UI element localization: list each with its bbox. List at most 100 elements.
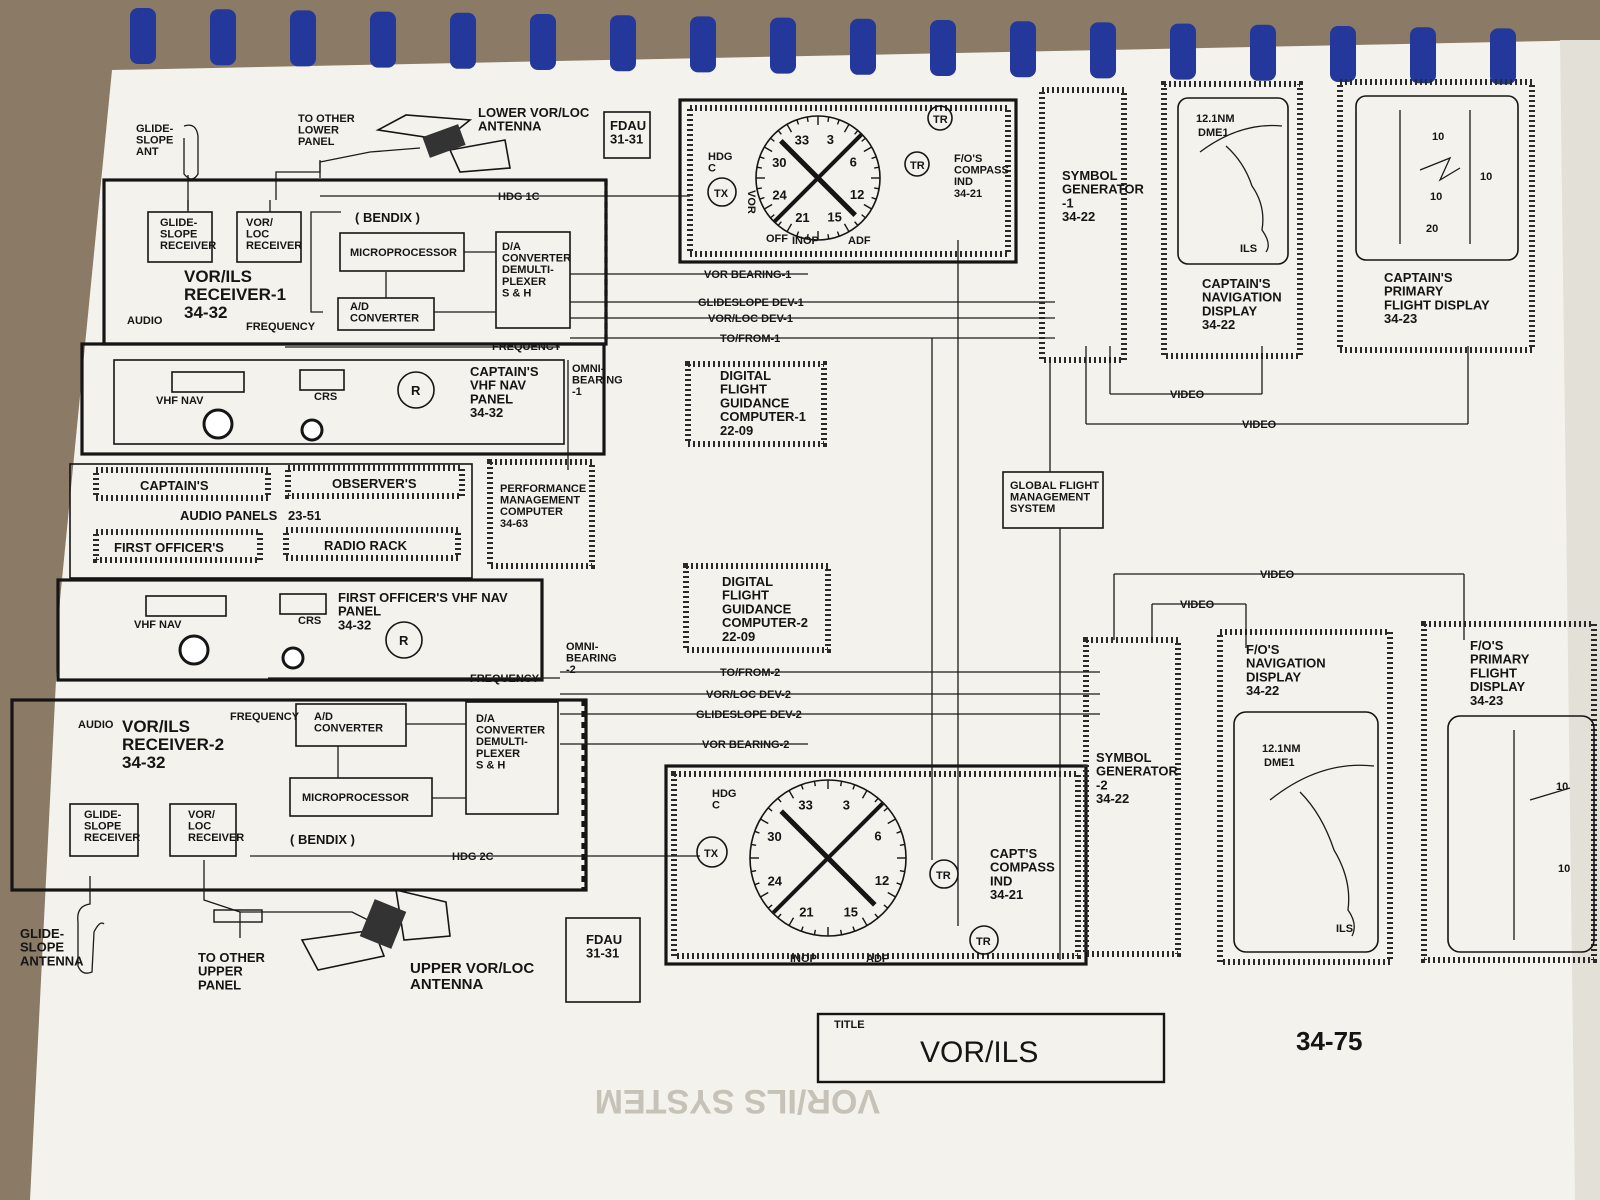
capt-nd-ils: ILS bbox=[1240, 243, 1257, 255]
binding-coil bbox=[290, 10, 316, 67]
capt-tx-synchro bbox=[696, 836, 728, 868]
fo-dial-tick bbox=[786, 223, 793, 233]
capt-dial-tick bbox=[896, 882, 902, 886]
fo-dial-number: 3 bbox=[827, 132, 834, 147]
page-title: VOR/ILS bbox=[920, 1036, 1038, 1069]
vor-loc-receiver-2 bbox=[169, 803, 237, 857]
captains-primary-flight-display bbox=[1337, 79, 1535, 353]
fo-pfd-tick-2: 10 bbox=[1558, 863, 1570, 875]
binding-coil bbox=[450, 12, 476, 69]
vor-loc-receiver-1 bbox=[236, 211, 302, 263]
fo-dial-tick bbox=[871, 156, 877, 160]
capt-dial-tick bbox=[874, 797, 879, 803]
vor-loc-dev-2-label: VOR/LOC DEV-2 bbox=[706, 689, 791, 701]
radio-rack-label: RADIO RACK bbox=[324, 538, 408, 553]
fo-dial-tick bbox=[843, 123, 850, 133]
fo-dial-tick bbox=[759, 156, 765, 160]
fo-omni-resolver bbox=[385, 621, 423, 659]
vor-bearing-2-label: VOR BEARING-2 bbox=[702, 739, 789, 751]
capt-dial-tick bbox=[751, 843, 757, 847]
capt-tx-label: TX bbox=[704, 848, 719, 860]
vor-ils-receiver-2-box bbox=[10, 698, 588, 892]
fo-tx-label: TX bbox=[714, 188, 729, 200]
capt-dial-tick bbox=[839, 929, 843, 935]
fo-primary-flight-display bbox=[1421, 621, 1597, 963]
fo-adf-label: ADF bbox=[848, 235, 871, 247]
captains-audio-panel bbox=[93, 467, 271, 501]
capt-pfd-tick-1: 10 bbox=[1432, 131, 1444, 143]
capt-dial-number: 3 bbox=[843, 797, 850, 812]
capt-dial-number: 30 bbox=[767, 829, 781, 844]
fo-nd-dme: DME1 bbox=[1264, 757, 1295, 769]
capt-dial-tick bbox=[813, 781, 817, 787]
capt-dial-tick bbox=[800, 784, 804, 790]
capt-inop-label: INOP bbox=[790, 953, 817, 965]
fo-dial-number: 6 bbox=[850, 155, 857, 170]
captain-resolver-label: R bbox=[411, 383, 421, 398]
capt-dial-tick bbox=[767, 807, 773, 812]
binding-coil bbox=[1410, 27, 1436, 84]
fo-dial-tick bbox=[843, 223, 850, 233]
capt-tr-synchro-b bbox=[969, 925, 999, 955]
fo-dial-tick bbox=[777, 221, 782, 226]
capt-pfd-tick-3: 10 bbox=[1430, 191, 1442, 203]
capt-dial-tick bbox=[852, 926, 856, 932]
capt-dial-tick bbox=[777, 913, 782, 919]
fo-pfd-tick-1: 10 bbox=[1556, 781, 1568, 793]
binding-coil bbox=[610, 15, 636, 72]
fo-dial-tick bbox=[806, 234, 809, 240]
captains-vhf-nav-panel-box bbox=[80, 342, 606, 456]
binding-coil bbox=[1090, 22, 1116, 79]
capt-dial-tick bbox=[883, 807, 889, 812]
capt-nd-range: 12.1NM bbox=[1196, 113, 1235, 125]
capt-dial-number: 12 bbox=[875, 873, 889, 888]
omni-bearing-1-label: OMNI-BEARING-1 bbox=[572, 363, 623, 398]
capt-dial-tick bbox=[788, 790, 795, 799]
fo-dial-tick bbox=[796, 119, 800, 125]
fo-dial-tick bbox=[871, 196, 877, 200]
fo-vhf-nav-panel-box bbox=[56, 578, 544, 682]
receiver-2-audio: AUDIO bbox=[78, 719, 114, 731]
page-number: 34-75 bbox=[1296, 1026, 1363, 1056]
fo-dial-number: 30 bbox=[772, 155, 786, 170]
capt-dial-tick bbox=[883, 904, 889, 909]
capt-dial-number: 33 bbox=[798, 798, 812, 813]
fo-dial-number: 24 bbox=[772, 187, 787, 202]
vor-bearing-1-label: VOR BEARING-1 bbox=[704, 269, 791, 281]
capt-dial-tick bbox=[777, 797, 782, 803]
capt-dial-number: 21 bbox=[799, 905, 813, 920]
video-2a-label: VIDEO bbox=[1260, 569, 1295, 581]
fo-vhf-nav-knob bbox=[178, 634, 210, 666]
observers-audio-label: OBSERVER'S bbox=[332, 476, 417, 491]
fo-dial-tick bbox=[874, 166, 880, 169]
fo-dial-tick bbox=[796, 231, 800, 237]
captain-crs-label: CRS bbox=[314, 391, 337, 403]
captain-vhf-nav-label: VHF NAV bbox=[156, 395, 204, 407]
receiver-1-frequency: FREQUENCY bbox=[246, 321, 316, 333]
fo-dial-number: 15 bbox=[827, 210, 841, 225]
captains-navigation-display bbox=[1161, 81, 1303, 359]
fo-crs-window bbox=[279, 593, 327, 615]
capt-dial-tick bbox=[887, 818, 896, 825]
microprocessor-2 bbox=[289, 777, 433, 817]
to-from-2-label: TO/FROM-2 bbox=[720, 667, 780, 679]
fo-dial-number: 21 bbox=[795, 210, 809, 225]
captain-omni-resolver bbox=[397, 371, 435, 409]
